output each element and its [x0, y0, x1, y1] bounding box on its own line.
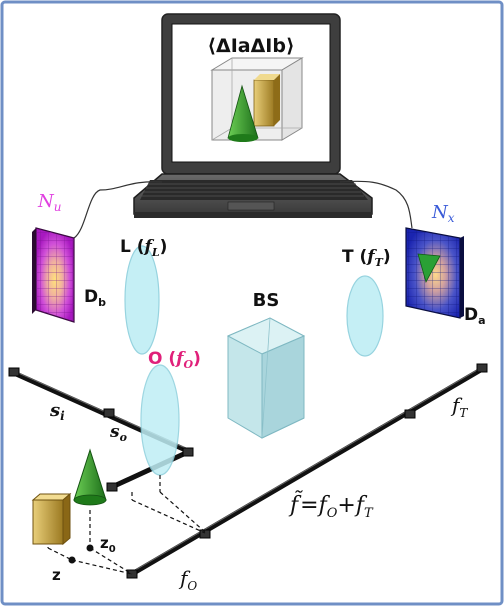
lens-o — [140, 364, 180, 476]
screen-object-box — [210, 57, 304, 142]
f-t-label: fT — [450, 393, 468, 420]
lens-o-label: O (fO) — [148, 349, 201, 371]
rail-so — [106, 447, 194, 492]
detector-a — [405, 227, 464, 319]
n-u-label: Nu — [37, 191, 61, 214]
z-label: z — [52, 566, 61, 584]
cable-right — [339, 180, 413, 229]
lens-t-label: T (fT) — [342, 247, 391, 269]
beam-splitter — [226, 317, 306, 439]
green-cone-object — [73, 448, 107, 506]
laptop — [133, 13, 373, 218]
z0-label: z0 — [100, 534, 116, 555]
detector-b — [32, 227, 75, 323]
z0-point — [86, 544, 94, 552]
detector-a-cone-image — [417, 253, 441, 284]
bs-label: BS — [253, 290, 280, 311]
f-tilde-label: f̃=fO+fT — [288, 491, 374, 521]
z-point — [68, 556, 76, 564]
d-b-label: Db — [84, 287, 106, 309]
lens-t — [346, 275, 384, 357]
cable-left — [73, 181, 163, 239]
d-a-label: Da — [464, 305, 486, 327]
s-i-label: si — [49, 400, 65, 423]
n-x-label: Nx — [431, 202, 455, 225]
gold-prism-screen — [253, 79, 275, 127]
lens-l — [124, 245, 160, 355]
dashed-guides — [47, 475, 206, 575]
lens-l-label: L (fL) — [120, 237, 167, 259]
screen-formula: ⟨ΔIaΔIb⟩ — [207, 35, 294, 57]
f-o-label: fO — [178, 566, 197, 593]
keyboard — [140, 180, 368, 200]
rail-ft — [126, 363, 488, 579]
gold-prism-object — [31, 492, 72, 546]
s-o-label: so — [109, 422, 127, 444]
touchpad — [227, 201, 275, 211]
